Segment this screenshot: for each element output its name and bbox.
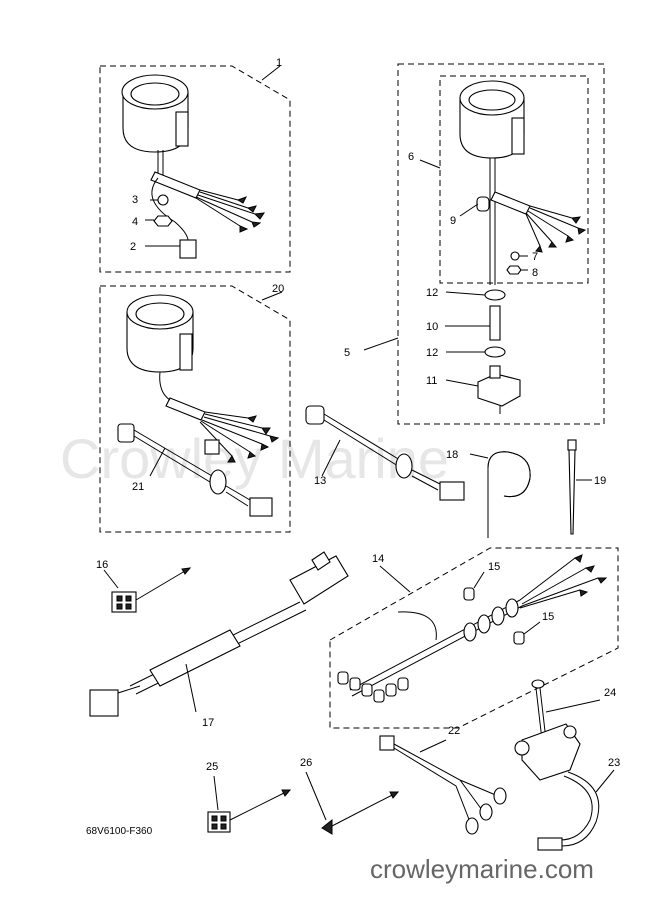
footer-url[interactable]: crowleymarine.com bbox=[370, 854, 594, 884]
harness-part-14[interactable] bbox=[337, 554, 608, 703]
group-box-6 bbox=[439, 75, 589, 284]
callout-23: 23 bbox=[608, 757, 620, 769]
clamp-part-12-lower[interactable] bbox=[484, 346, 506, 358]
callout-14: 14 bbox=[372, 553, 384, 565]
callout-21: 21 bbox=[132, 481, 144, 493]
callout-17: 17 bbox=[202, 717, 214, 729]
group-box-14 bbox=[329, 547, 619, 729]
group-box-20 bbox=[99, 285, 291, 533]
callout-9: 9 bbox=[450, 215, 456, 227]
callout-20: 20 bbox=[272, 283, 284, 295]
callout-19: 19 bbox=[594, 475, 606, 487]
callout-16: 16 bbox=[96, 559, 108, 571]
terminal-part-15-lower[interactable] bbox=[513, 631, 525, 645]
connector-part-2[interactable] bbox=[179, 239, 197, 259]
callout-13: 13 bbox=[314, 475, 326, 487]
gauge-meter-20[interactable] bbox=[126, 294, 194, 373]
connector-part-16[interactable] bbox=[103, 567, 192, 613]
cable-tie-part-19[interactable] bbox=[567, 439, 592, 535]
callout-22: 22 bbox=[448, 725, 460, 737]
callout-24: 24 bbox=[604, 687, 616, 699]
group-box-1 bbox=[99, 65, 291, 273]
callout-15-lower: 15 bbox=[542, 611, 554, 623]
cable-part-13[interactable] bbox=[305, 405, 465, 501]
group-box-5 bbox=[363, 63, 605, 425]
callout-12-upper: 12 bbox=[426, 287, 438, 299]
screw-part-24[interactable] bbox=[531, 679, 601, 741]
marker-part-26[interactable] bbox=[305, 771, 400, 835]
wire-harness-6 bbox=[490, 191, 587, 253]
hose-part-18[interactable] bbox=[469, 451, 531, 538]
wire-harness-1 bbox=[150, 171, 266, 245]
callout-25: 25 bbox=[206, 761, 218, 773]
callout-2: 2 bbox=[130, 241, 136, 253]
callout-7: 7 bbox=[532, 251, 538, 263]
callout-1: 1 bbox=[276, 57, 282, 69]
cable-part-21[interactable] bbox=[117, 423, 273, 517]
clamp-part-12-upper[interactable] bbox=[484, 289, 506, 301]
callout-18: 18 bbox=[446, 449, 458, 461]
callout-10: 10 bbox=[426, 321, 438, 333]
callout-8: 8 bbox=[532, 267, 538, 279]
nut-part-4[interactable] bbox=[153, 215, 173, 227]
sensor-part-11[interactable] bbox=[477, 365, 521, 414]
gauge-meter-1[interactable] bbox=[121, 74, 189, 175]
callout-4: 4 bbox=[132, 216, 138, 228]
washer-part-7[interactable] bbox=[510, 251, 520, 261]
connector-part-25[interactable] bbox=[207, 775, 292, 833]
tube-part-10[interactable] bbox=[489, 305, 501, 341]
wire-harness-20 bbox=[159, 371, 280, 463]
fitting-part-23[interactable] bbox=[514, 723, 615, 851]
cap-part-9[interactable] bbox=[476, 196, 490, 212]
callout-12-lower: 12 bbox=[426, 347, 438, 359]
callout-3: 3 bbox=[132, 194, 138, 206]
callout-15-upper: 15 bbox=[488, 561, 500, 573]
gauge-meter-6[interactable] bbox=[459, 80, 525, 285]
callout-11: 11 bbox=[426, 375, 437, 387]
harness-part-17[interactable] bbox=[89, 551, 349, 717]
washer-part-3[interactable] bbox=[157, 194, 169, 206]
callout-5: 5 bbox=[344, 347, 350, 359]
harness-part-22[interactable] bbox=[379, 735, 507, 835]
callout-26: 26 bbox=[300, 757, 312, 769]
nut-part-8[interactable] bbox=[506, 265, 522, 275]
diagram-code: 68V6100-F360 bbox=[86, 826, 153, 837]
terminal-part-15-upper[interactable] bbox=[463, 587, 475, 601]
callout-6: 6 bbox=[408, 151, 414, 163]
